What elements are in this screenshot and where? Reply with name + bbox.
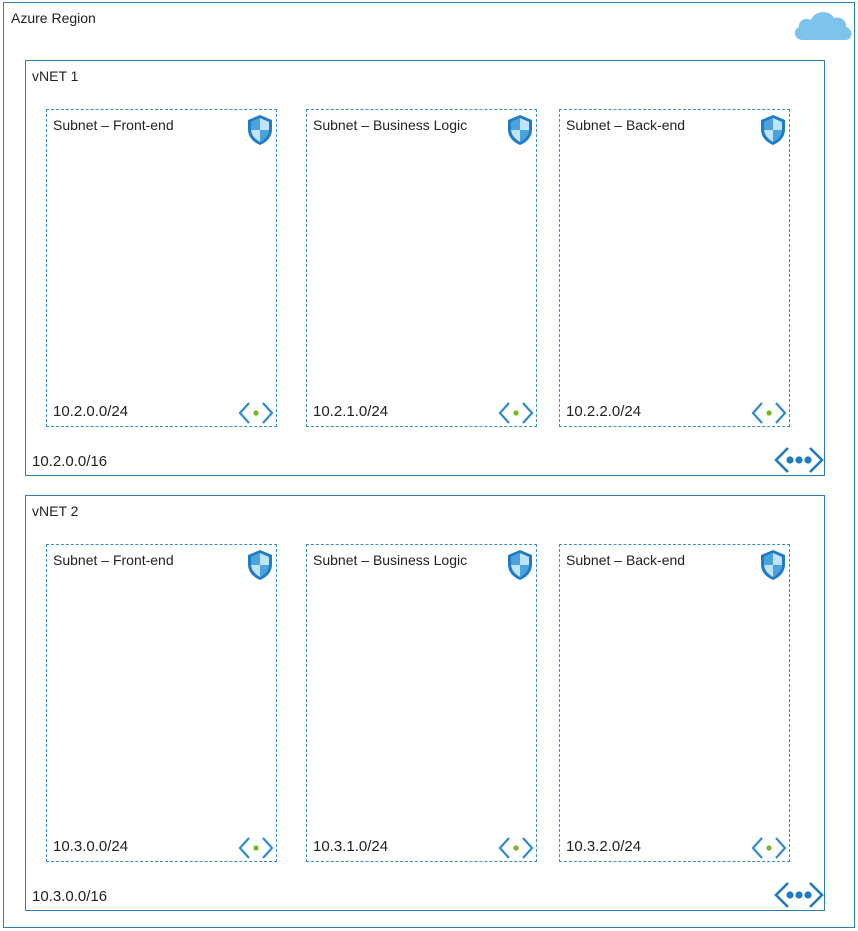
subnet-title: Subnet – Back-end — [566, 552, 686, 568]
shield-icon — [248, 550, 272, 580]
vnet-2: vNET 2 Subnet – Front-end 10.3.0.0/24 Su… — [25, 495, 825, 911]
virtual-network-icon — [774, 882, 824, 908]
subnet-icon — [751, 402, 787, 424]
subnet-business-logic: Subnet – Business Logic 10.2.1.0/24 — [306, 109, 537, 427]
shield-icon — [248, 115, 272, 145]
subnet-business-logic: Subnet – Business Logic 10.3.1.0/24 — [306, 544, 537, 862]
vnet-title: vNET 1 — [32, 68, 79, 84]
subnet-cidr: 10.3.1.0/24 — [313, 838, 389, 855]
shield-icon — [761, 115, 785, 145]
subnet-cidr: 10.2.0.0/24 — [53, 403, 129, 420]
subnet-back-end: Subnet – Back-end 10.3.2.0/24 — [559, 544, 790, 862]
subnet-title: Subnet – Business Logic — [313, 117, 468, 133]
vnet-cidr: 10.2.0.0/16 — [32, 453, 108, 470]
vnet-title: vNET 2 — [32, 503, 79, 519]
shield-icon — [761, 550, 785, 580]
region-title: Azure Region — [11, 10, 96, 26]
subnet-front-end: Subnet – Front-end 10.3.0.0/24 — [46, 544, 277, 862]
subnet-cidr: 10.2.2.0/24 — [566, 403, 642, 420]
vnet-1: vNET 1 Subnet – Front-end 10.2.0.0/24 Su… — [25, 60, 825, 476]
subnet-icon — [498, 837, 534, 859]
subnet-title: Subnet – Back-end — [566, 117, 686, 133]
subnet-icon — [238, 837, 274, 859]
subnet-icon — [498, 402, 534, 424]
subnet-icon — [238, 402, 274, 424]
virtual-network-icon — [774, 447, 824, 473]
subnet-icon — [751, 837, 787, 859]
subnet-cidr: 10.3.2.0/24 — [566, 838, 642, 855]
vnet-cidr: 10.3.0.0/16 — [32, 888, 108, 905]
shield-icon — [508, 115, 532, 145]
shield-icon — [508, 550, 532, 580]
subnet-title: Subnet – Front-end — [53, 552, 174, 568]
cloud-icon — [794, 12, 852, 40]
subnet-title: Subnet – Business Logic — [313, 552, 468, 568]
subnet-title: Subnet – Front-end — [53, 117, 174, 133]
azure-region: Azure Region vNET 1 Subnet – Front-end 1… — [3, 2, 855, 928]
subnet-cidr: 10.2.1.0/24 — [313, 403, 389, 420]
subnet-back-end: Subnet – Back-end 10.2.2.0/24 — [559, 109, 790, 427]
subnet-cidr: 10.3.0.0/24 — [53, 838, 129, 855]
subnet-front-end: Subnet – Front-end 10.2.0.0/24 — [46, 109, 277, 427]
